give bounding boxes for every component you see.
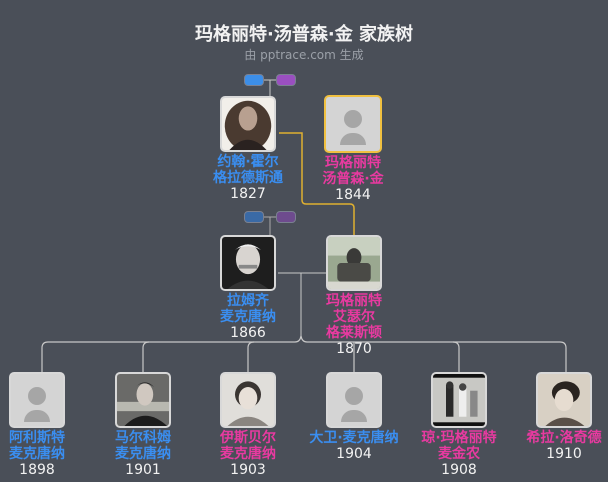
person-name: 玛格丽特 艾瑟尔 格莱斯顿: [326, 293, 382, 341]
person-card[interactable]: 拉姆齐 麦克唐纳 1866: [193, 235, 303, 342]
person-name: 大卫·麦克唐纳: [309, 430, 399, 446]
person-photo: [115, 372, 171, 428]
person-card[interactable]: 琼·玛格丽特 麦金农 1908: [404, 372, 514, 479]
person-photo: [220, 235, 276, 291]
person-name: 拉姆齐 麦克唐纳: [220, 293, 276, 325]
birth-year: 1910: [546, 446, 582, 462]
birth-year: 1870: [336, 341, 372, 357]
person-photo-placeholder: [9, 372, 65, 428]
person-photo-placeholder: [326, 372, 382, 428]
birth-year: 1827: [230, 186, 266, 202]
person-name: 玛格丽特 汤普森·金: [322, 155, 384, 187]
birth-year: 1904: [336, 446, 372, 462]
portrait-icon: [117, 374, 169, 426]
portrait-icon: [222, 374, 274, 426]
avatar-placeholder-icon: [345, 387, 363, 405]
page-title: 玛格丽特·汤普森·金 家族树: [195, 24, 413, 45]
person-name: 琼·玛格丽特 麦金农: [421, 430, 497, 462]
person-photo: [536, 372, 592, 428]
birth-year: 1866: [230, 325, 266, 341]
person-photo: [220, 96, 276, 152]
person-name: 希拉·洛奇德: [526, 430, 602, 446]
person-card[interactable]: 马尔科姆 麦克唐纳 1901: [88, 372, 198, 479]
birth-year: 1898: [19, 462, 55, 478]
avatar-placeholder-icon: [28, 387, 46, 405]
birth-year: 1903: [230, 462, 266, 478]
person-name: 阿利斯特 麦克唐纳: [9, 430, 65, 462]
page-subtitle: 由 pptrace.com 生成: [244, 48, 364, 62]
person-photo: [431, 372, 487, 428]
male-toggle-button[interactable]: [244, 211, 264, 223]
statue-photo-icon: [328, 237, 380, 289]
female-toggle-button[interactable]: [276, 74, 296, 86]
portrait-icon: [222, 98, 274, 150]
female-toggle-button[interactable]: [276, 211, 296, 223]
portrait-icon: [222, 237, 274, 289]
person-name: 约翰·霍尔 格拉德斯通: [213, 154, 283, 186]
person-name: 马尔科姆 麦克唐纳: [115, 430, 171, 462]
birth-year: 1908: [441, 462, 477, 478]
person-card[interactable]: 玛格丽特 艾瑟尔 格莱斯顿 1870: [299, 235, 409, 358]
group-photo-icon: [433, 374, 485, 426]
person-card[interactable]: 希拉·洛奇德 1910: [509, 372, 608, 463]
portrait-icon: [538, 374, 590, 426]
person-photo: [326, 235, 382, 291]
person-card-highlighted[interactable]: 玛格丽特 汤普森·金 1844: [298, 95, 408, 204]
male-toggle-button[interactable]: [244, 74, 264, 86]
person-card[interactable]: 伊斯贝尔 麦克唐纳 1903: [193, 372, 303, 479]
person-card[interactable]: 大卫·麦克唐纳 1904: [299, 372, 409, 463]
avatar-placeholder-icon: [344, 110, 362, 128]
person-card[interactable]: 阿利斯特 麦克唐纳 1898: [0, 372, 92, 479]
person-photo-placeholder: [324, 95, 382, 153]
person-card[interactable]: 约翰·霍尔 格拉德斯通 1827: [193, 96, 303, 203]
birth-year: 1901: [125, 462, 161, 478]
birth-year: 1844: [335, 187, 371, 203]
person-name: 伊斯贝尔 麦克唐纳: [220, 430, 276, 462]
person-photo: [220, 372, 276, 428]
